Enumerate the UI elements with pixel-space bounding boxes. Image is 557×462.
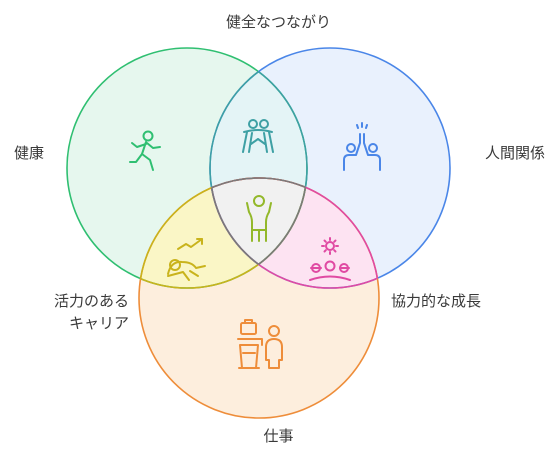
high-five-icon: [343, 122, 381, 171]
relationships-label: 人間関係: [484, 144, 545, 162]
hugging-people-icon: [242, 119, 274, 153]
running-person-icon: [129, 130, 161, 171]
person-arms-raised-icon: [246, 195, 272, 242]
person-at-podium-icon: [237, 319, 283, 369]
connection-label: 健全なつながり: [225, 13, 331, 31]
health-label: 健康: [14, 144, 45, 162]
vital-career-label: 活力のある キャリア: [54, 290, 129, 334]
work-label: 仕事: [263, 427, 294, 445]
team-gear-icon: [309, 237, 351, 281]
collab-growth-region: [210, 178, 379, 288]
vital-career-label-line1: 活力のある: [53, 292, 129, 310]
vital-career-label-line2: キャリア: [68, 314, 129, 332]
growth-chart-person-icon: [167, 238, 206, 281]
collab-growth-label: 協力的な成長: [391, 292, 482, 310]
